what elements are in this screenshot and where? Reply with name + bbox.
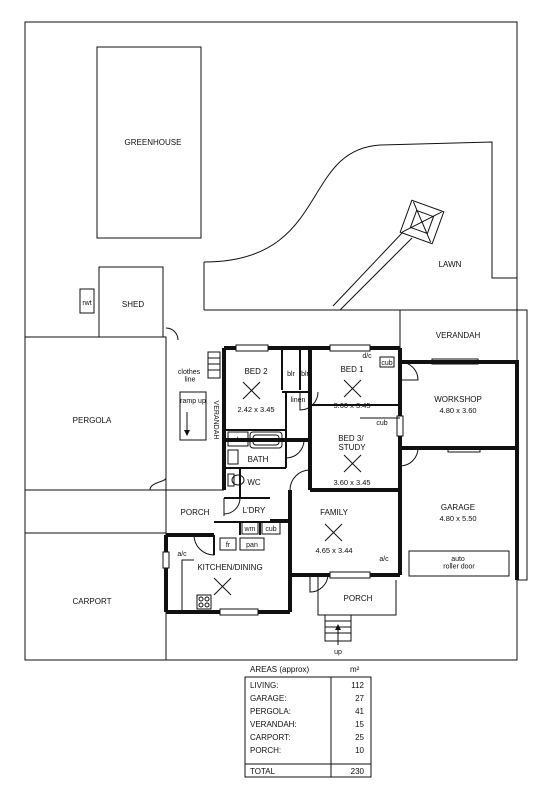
- areas-row-label: PERGOLA:: [250, 707, 291, 716]
- workshop: [400, 360, 519, 580]
- bed2-label: BED 2: [244, 367, 268, 376]
- clothes-hoist: [332, 199, 445, 311]
- pan-label: pan: [246, 542, 258, 549]
- dc-label: d/c: [362, 353, 372, 360]
- window-family: [329, 571, 371, 579]
- greenhouse-label: GREENHOUSE: [125, 138, 182, 147]
- bath-label: BATH: [248, 455, 269, 464]
- pergola: [25, 336, 167, 491]
- auto-roller-label: auto roller door: [443, 556, 475, 571]
- bed2-dimensions: 2.42 x 3.45: [237, 405, 274, 414]
- doors: [193, 361, 419, 593]
- lawn-boundary: [203, 141, 517, 279]
- bathtub: [249, 431, 283, 449]
- family-dimensions: 4.65 x 3.44: [315, 546, 352, 555]
- ac-kitchen-label: a/c: [177, 551, 187, 558]
- areas-title: AREAS (approx): [250, 665, 309, 674]
- lawn-label: LAWN: [439, 260, 462, 269]
- window-kitchen-side: [162, 551, 170, 569]
- rwt-label: rwt: [82, 300, 91, 307]
- bed1-dimensions: 3.60 x 3.45: [333, 401, 370, 410]
- bed1-label: BED 1: [340, 365, 364, 374]
- window-kitchen: [219, 608, 259, 616]
- kitchen-label: KITCHEN/DINING: [197, 563, 262, 572]
- linen-label: linen: [291, 397, 306, 404]
- wm-label: wm: [244, 526, 256, 533]
- pergola-label: PERGOLA: [73, 416, 112, 425]
- interior-walls: [213, 348, 400, 555]
- areas-unit: m²: [350, 665, 360, 674]
- shr-label: shr: [233, 437, 243, 444]
- light-cross-family: [324, 523, 343, 542]
- light-cross-bed1: [343, 379, 362, 398]
- ac-family-label: a/c: [379, 556, 389, 563]
- areas-total-label: TOTAL: [250, 767, 276, 776]
- roller-door: [408, 550, 510, 577]
- bed3-dimensions: 3.60 x 3.45: [333, 478, 370, 487]
- ramp: [179, 391, 207, 441]
- cub-ldry-label: cub: [265, 526, 276, 533]
- garage-dimensions: 4.80 x 5.50: [439, 514, 476, 523]
- areas-row-value: 112: [351, 681, 364, 690]
- light-cross-bed3: [343, 454, 362, 473]
- shower: [227, 431, 249, 447]
- window-bed2: [235, 344, 269, 352]
- vanity: [227, 449, 239, 465]
- greenhouse: [96, 46, 202, 239]
- garage-label: GARAGE: [441, 503, 475, 512]
- cub-top-label: cub: [381, 360, 392, 367]
- verandah-side-label: VERANDAH: [212, 401, 219, 440]
- porch-front-label: PORCH: [344, 594, 373, 603]
- cub-bed1-label: cub: [376, 420, 387, 427]
- verandah-top-label: VERANDAH: [436, 331, 481, 340]
- areas-row-value: 27: [355, 694, 364, 703]
- window-bed3: [396, 415, 404, 437]
- areas-row-value: 25: [355, 733, 364, 742]
- areas-row-label: GARAGE:: [250, 694, 286, 703]
- blr-label-2: blr: [301, 371, 309, 378]
- window-bed1: [329, 344, 371, 352]
- workshop-label: WORKSHOP: [434, 395, 482, 404]
- areas-row-value: 41: [355, 707, 364, 716]
- areas-row-label: VERANDAH:: [250, 720, 297, 729]
- cooktop: [196, 594, 212, 610]
- light-cross-kitchen: [213, 577, 232, 596]
- workshop-dimensions: 4.80 x 3.60: [439, 406, 476, 415]
- family-label: FAMILY: [320, 508, 349, 517]
- rainwater-tank: [79, 288, 95, 314]
- bed3-label: BED 3/ STUDY: [338, 434, 366, 452]
- carport-label: CARPORT: [73, 597, 112, 606]
- porch-front: [317, 575, 397, 616]
- light-cross-bed2: [242, 381, 261, 400]
- clothes-line-label: clothes line: [178, 369, 202, 384]
- areas-row-value: 10: [355, 746, 364, 755]
- shed-label: SHED: [122, 300, 144, 309]
- porch-left-label: PORCH: [181, 508, 210, 517]
- front-steps: [324, 614, 352, 645]
- kitchen-bench: [181, 559, 194, 610]
- areas-row-label: LIVING:: [250, 681, 278, 690]
- toilet: [227, 473, 245, 487]
- ldry-label: L'DRY: [243, 506, 266, 515]
- areas-row-label: PORCH:: [250, 746, 281, 755]
- fr-label: fr: [226, 542, 231, 549]
- ramp-label: ramp up: [180, 398, 206, 405]
- up-label: up: [334, 649, 342, 656]
- property-boundary: [24, 21, 528, 661]
- areas-row-value: 15: [355, 720, 364, 729]
- areas-row-label: CARPORT:: [250, 733, 290, 742]
- areas-total-value: 230: [351, 767, 365, 776]
- wc-label: WC: [247, 478, 261, 487]
- blr-label-1: blr: [287, 371, 295, 378]
